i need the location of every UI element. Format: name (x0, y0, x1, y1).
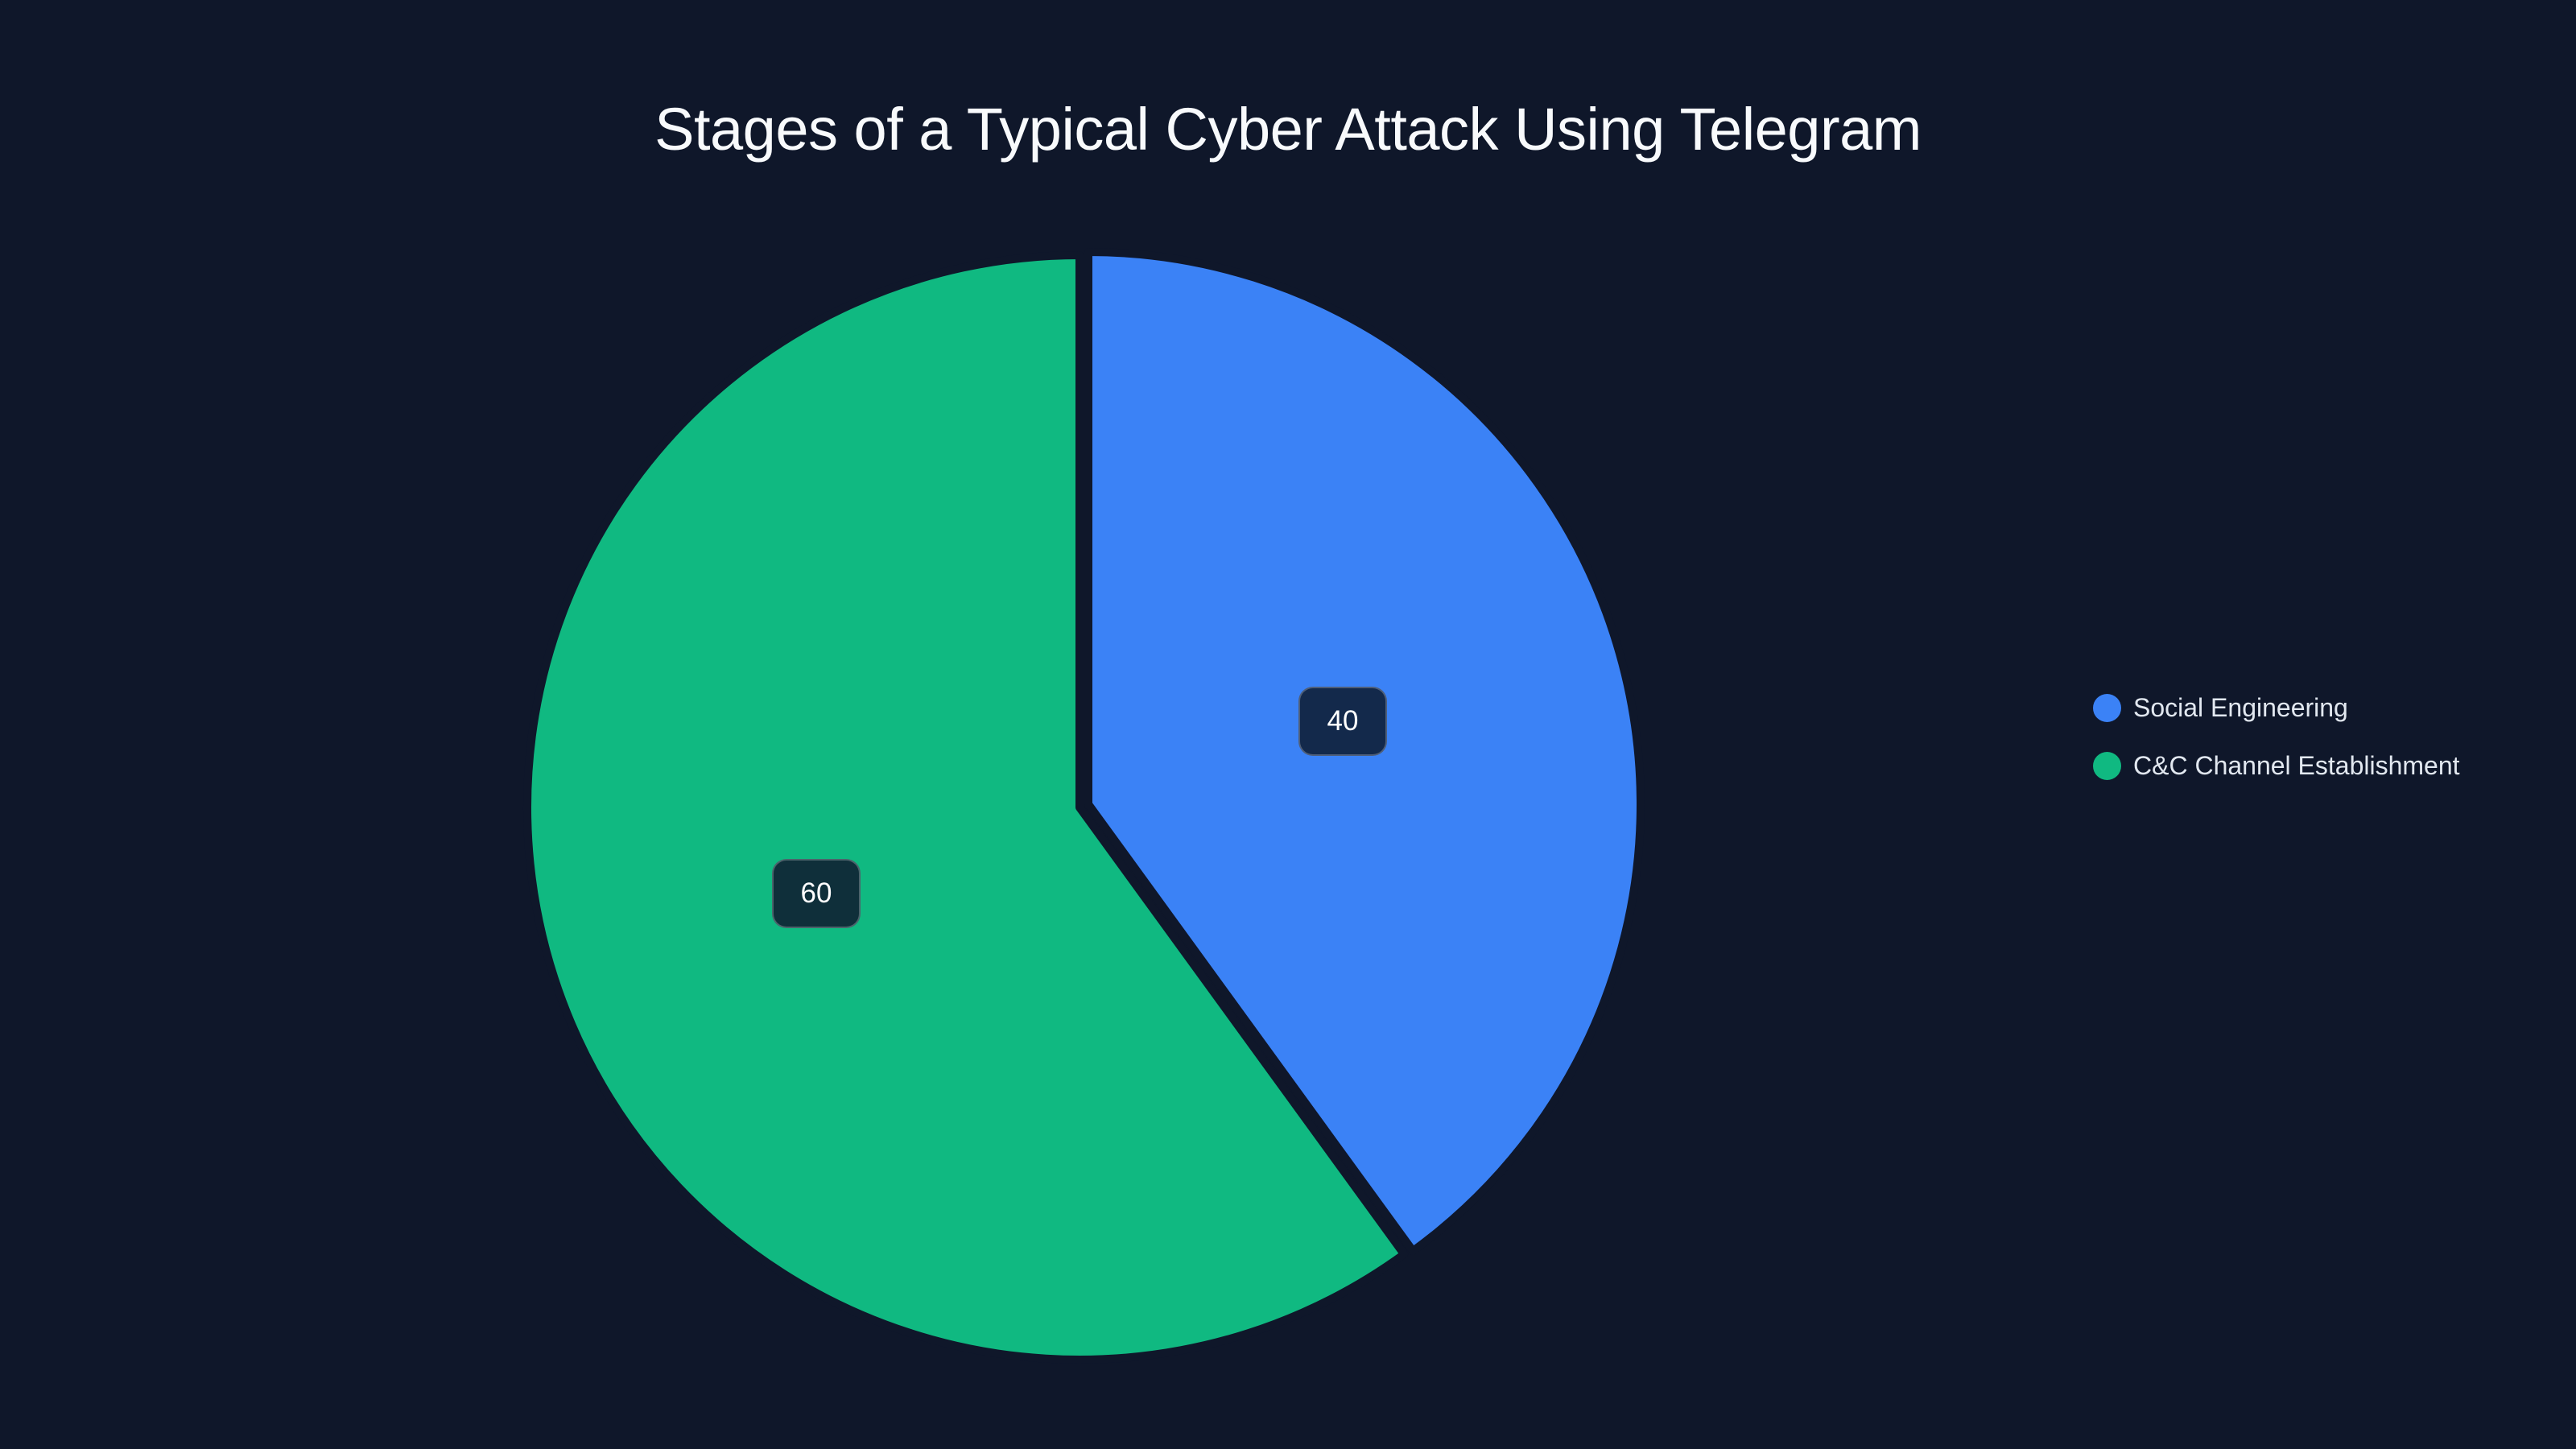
legend-dot-icon (2093, 693, 2121, 722)
slice-label-cc-channel: 60 (772, 859, 861, 928)
legend-item-cc-channel-establishment[interactable]: C&C Channel Establishment (2093, 737, 2460, 795)
legend-dot-icon (2093, 751, 2121, 780)
legend-label: Social Engineering (2133, 692, 2348, 722)
slice-value: 40 (1327, 705, 1359, 737)
legend-label: C&C Channel Establishment (2133, 750, 2460, 780)
slice-label-social-engineering: 40 (1298, 687, 1387, 756)
slice-value: 60 (800, 877, 832, 909)
legend-item-social-engineering[interactable]: Social Engineering (2093, 679, 2460, 737)
slice-cc-channel-establishment[interactable] (523, 251, 1409, 1364)
chart-title: Stages of a Typical Cyber Attack Using T… (654, 96, 1922, 163)
legend: Social Engineering C&C Channel Establish… (2093, 679, 2460, 795)
